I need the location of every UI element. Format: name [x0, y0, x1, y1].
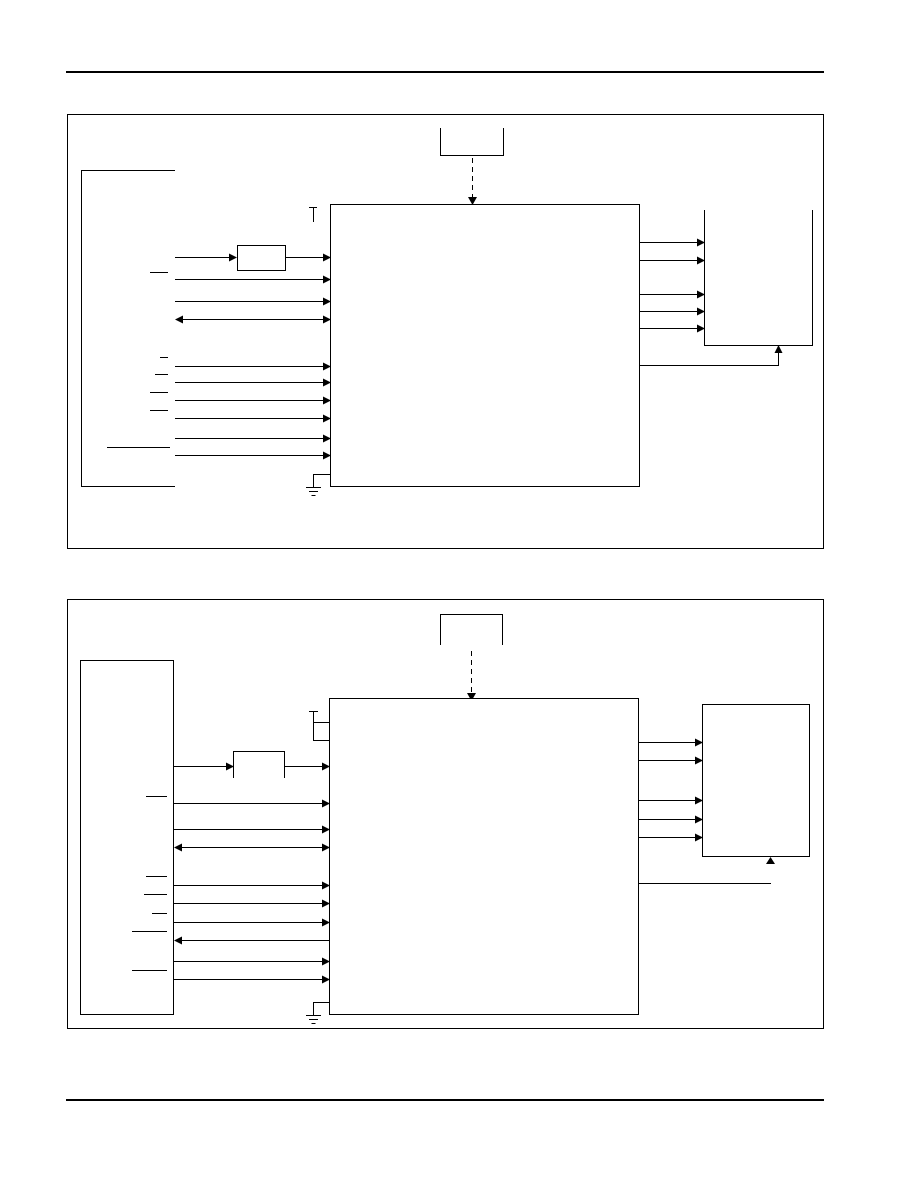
right-block [702, 704, 810, 857]
right-block [704, 210, 813, 346]
top-box [440, 614, 503, 645]
left-block [80, 660, 174, 1015]
figure-bottom [67, 599, 824, 1029]
dashed-arrowhead [467, 693, 476, 701]
dashed-arrowhead [468, 197, 477, 205]
main-block [329, 698, 639, 1015]
feedback-arrowhead [766, 857, 775, 864]
left-block [81, 170, 175, 487]
series-box [233, 751, 285, 778]
feedback-line [640, 345, 783, 366]
series-box [237, 245, 286, 271]
main-block [330, 204, 640, 487]
figure-top [67, 114, 824, 549]
ground-icon [306, 1002, 329, 1024]
supply-pin [309, 207, 317, 222]
figure-bottom-frame [67, 599, 824, 1029]
ground-icon [306, 474, 330, 496]
figure-top-frame [67, 114, 824, 549]
supply-pin [309, 711, 329, 741]
top-box [440, 128, 504, 156]
